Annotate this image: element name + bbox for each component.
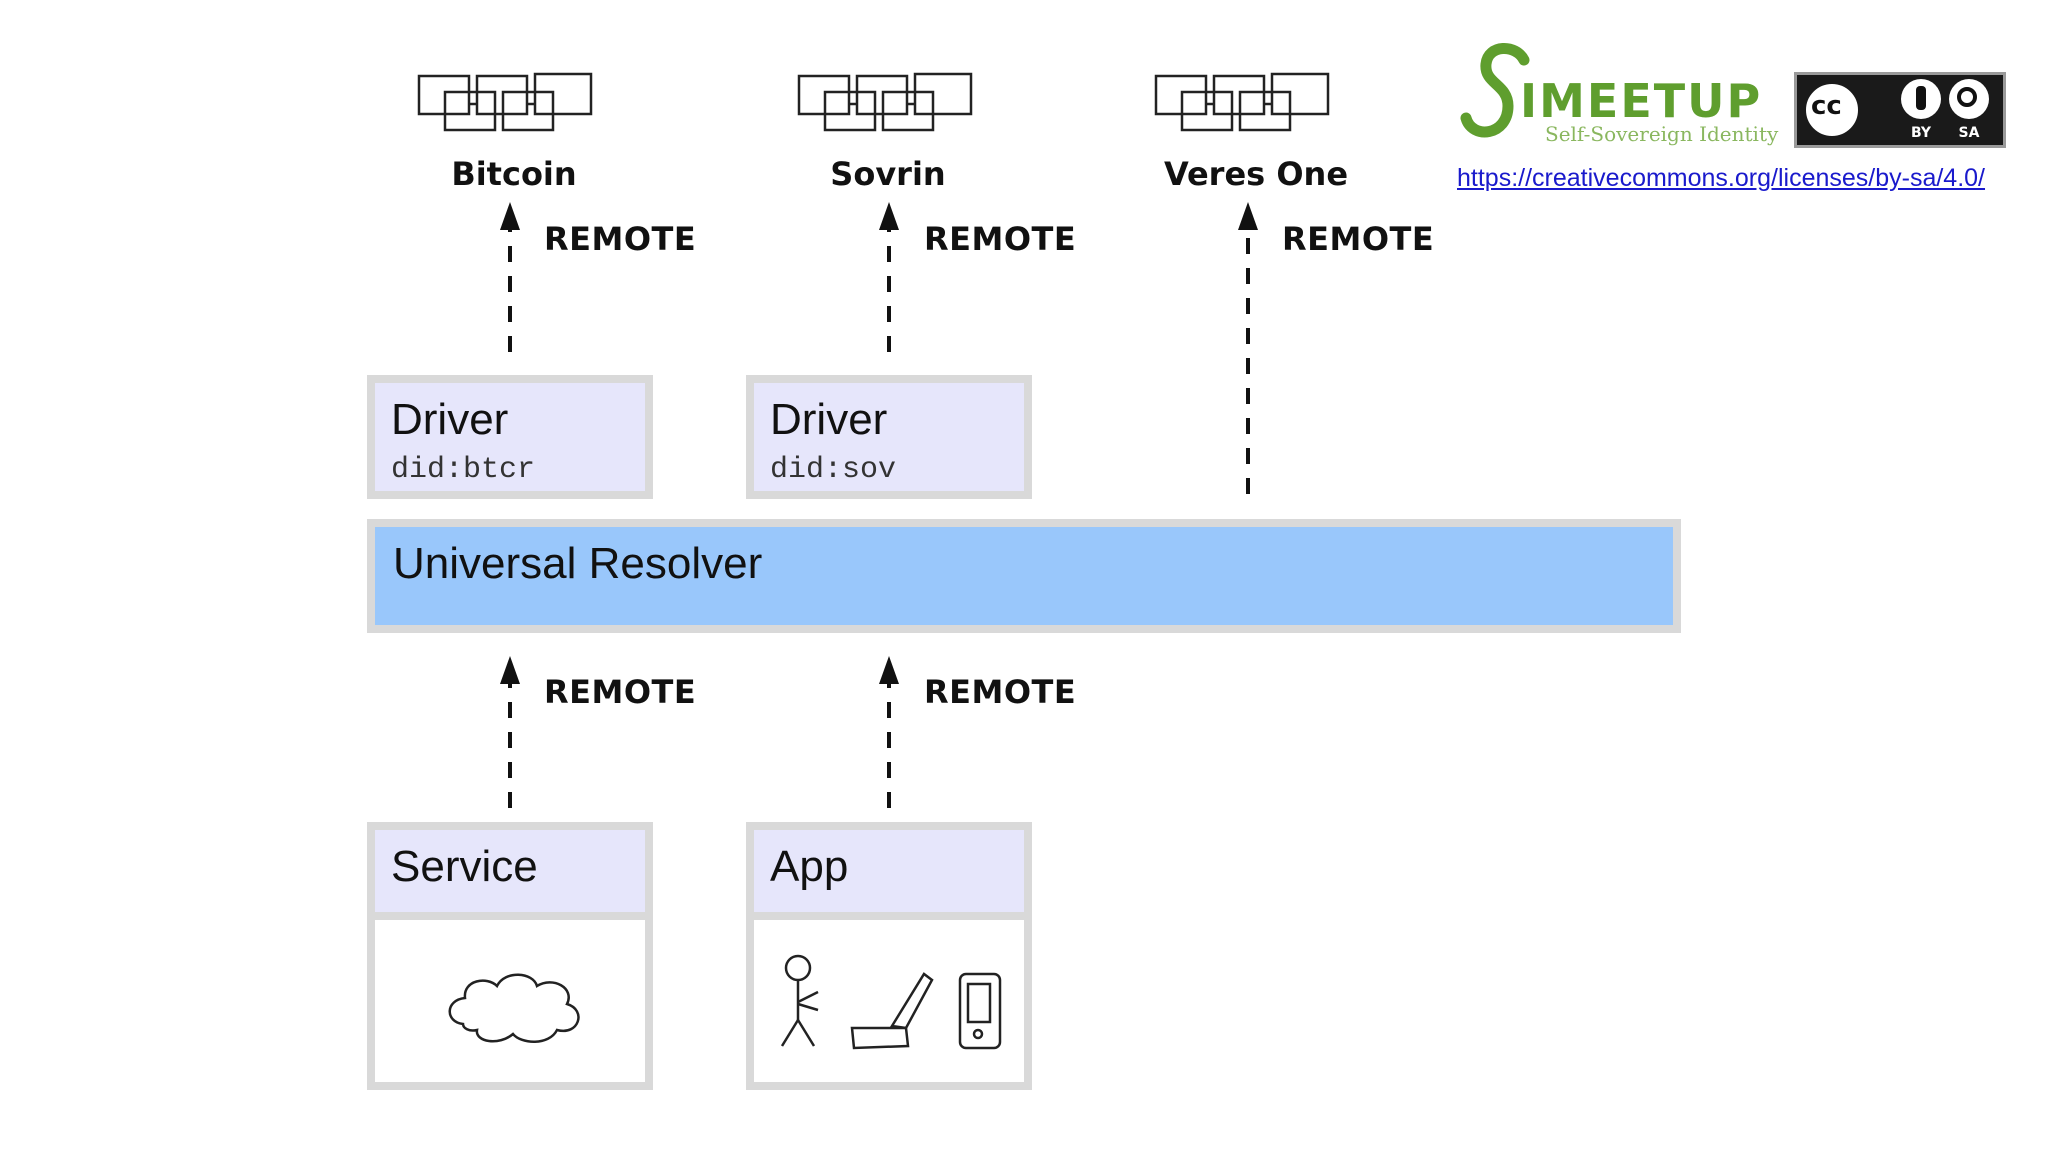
ssi-meetup-logo-text: IMEETUP	[1520, 74, 1763, 128]
app-title: App	[770, 842, 849, 891]
app-header: App	[754, 830, 1024, 920]
sa-label: SA	[1958, 125, 1980, 141]
remote-label-service: REMOTE	[544, 673, 697, 711]
remote-label-app: REMOTE	[924, 673, 1077, 711]
bitcoin-chain-icon	[417, 72, 593, 132]
remote-label-veres-one: REMOTE	[1282, 220, 1435, 258]
cc-icon-label: cc	[1811, 91, 1842, 121]
by-icon-figure	[1916, 86, 1926, 110]
universal-resolver-box: Universal Resolver	[367, 519, 1681, 633]
by-label: BY	[1910, 125, 1932, 141]
app-box: App	[746, 822, 1032, 1090]
driver-sov-title: Driver	[770, 395, 888, 444]
veres-one-label: Veres One	[1163, 155, 1349, 193]
sa-icon-ring	[1957, 87, 1977, 107]
ssi-meetup-logo-mark	[1460, 43, 1530, 138]
sovrin-chain-icon	[797, 72, 973, 132]
driver-btcr-box: Driver did:btcr	[367, 375, 653, 499]
universal-resolver-title: Universal Resolver	[393, 539, 763, 588]
driver-sov-box: Driver did:sov	[746, 375, 1032, 499]
ssi-meetup-logo-tagline: Self-Sovereign Identity	[1545, 122, 1779, 146]
person-icon	[780, 954, 819, 1047]
service-box: Service	[367, 822, 653, 1090]
cc-by-sa-badge: cc BY SA	[1794, 72, 2006, 148]
bitcoin-label: Bitcoin	[451, 155, 577, 193]
veres-one-chain-icon	[1154, 72, 1330, 132]
driver-btcr-method: did:btcr	[391, 453, 536, 487]
remote-label-sov: REMOTE	[924, 220, 1077, 258]
license-link[interactable]: https://creativecommons.org/licenses/by-…	[1457, 164, 1986, 192]
cloud-icon	[448, 973, 580, 1043]
laptop-icon	[850, 972, 934, 1050]
phone-icon	[958, 972, 1002, 1050]
sovrin-label: Sovrin	[830, 155, 946, 193]
service-header: Service	[375, 830, 645, 920]
driver-sov-method: did:sov	[770, 453, 897, 487]
service-title: Service	[391, 842, 538, 891]
remote-label-btc: REMOTE	[544, 220, 697, 258]
cc-icon	[1803, 81, 1861, 139]
driver-btcr-title: Driver	[391, 395, 509, 444]
